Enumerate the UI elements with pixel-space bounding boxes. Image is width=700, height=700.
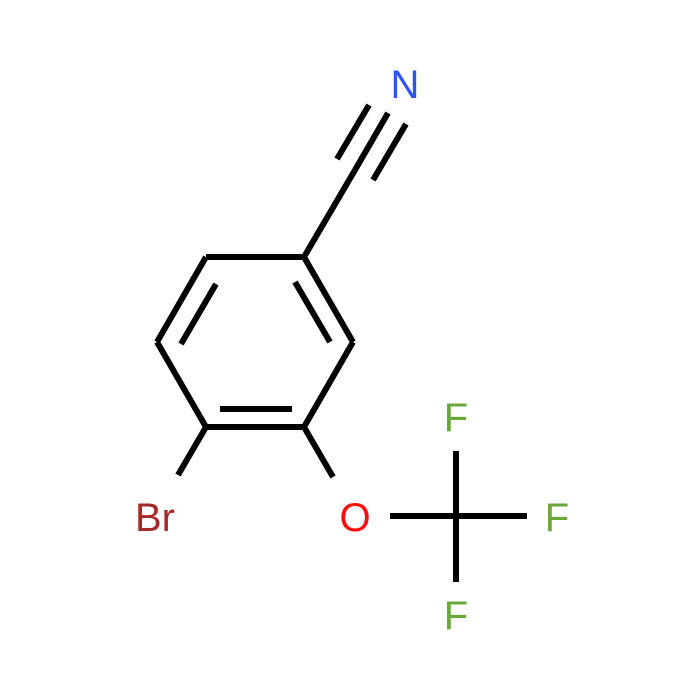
triple-bond-right <box>370 122 409 182</box>
atom-fluorine-top: F <box>444 396 468 440</box>
triple-bond-center <box>352 111 391 172</box>
atom-fluorine-right: F <box>545 496 569 540</box>
atom-bromine: Br <box>135 496 175 540</box>
triple-bond-left <box>334 103 372 161</box>
bond-c3-c4 <box>154 340 209 429</box>
inner-double-bond-c6-c1 <box>292 280 333 344</box>
atom-nitrogen: N <box>391 63 420 107</box>
benzene-ring <box>154 254 356 430</box>
atom-oxygen: O <box>339 496 370 540</box>
nitrile-group <box>301 103 409 259</box>
atom-fluorine-bottom: F <box>444 594 468 638</box>
inner-double-bond-c2-c3 <box>178 282 219 346</box>
bond-c4-br <box>175 425 209 477</box>
bond-c2-c3 <box>154 255 209 344</box>
trifluoromethoxy-group <box>301 425 527 582</box>
bond-c1-cnitrile <box>301 168 358 259</box>
bond-c6-c1 <box>301 255 356 344</box>
bond-c5-c6 <box>301 340 356 429</box>
bond-c5-o <box>301 425 336 479</box>
